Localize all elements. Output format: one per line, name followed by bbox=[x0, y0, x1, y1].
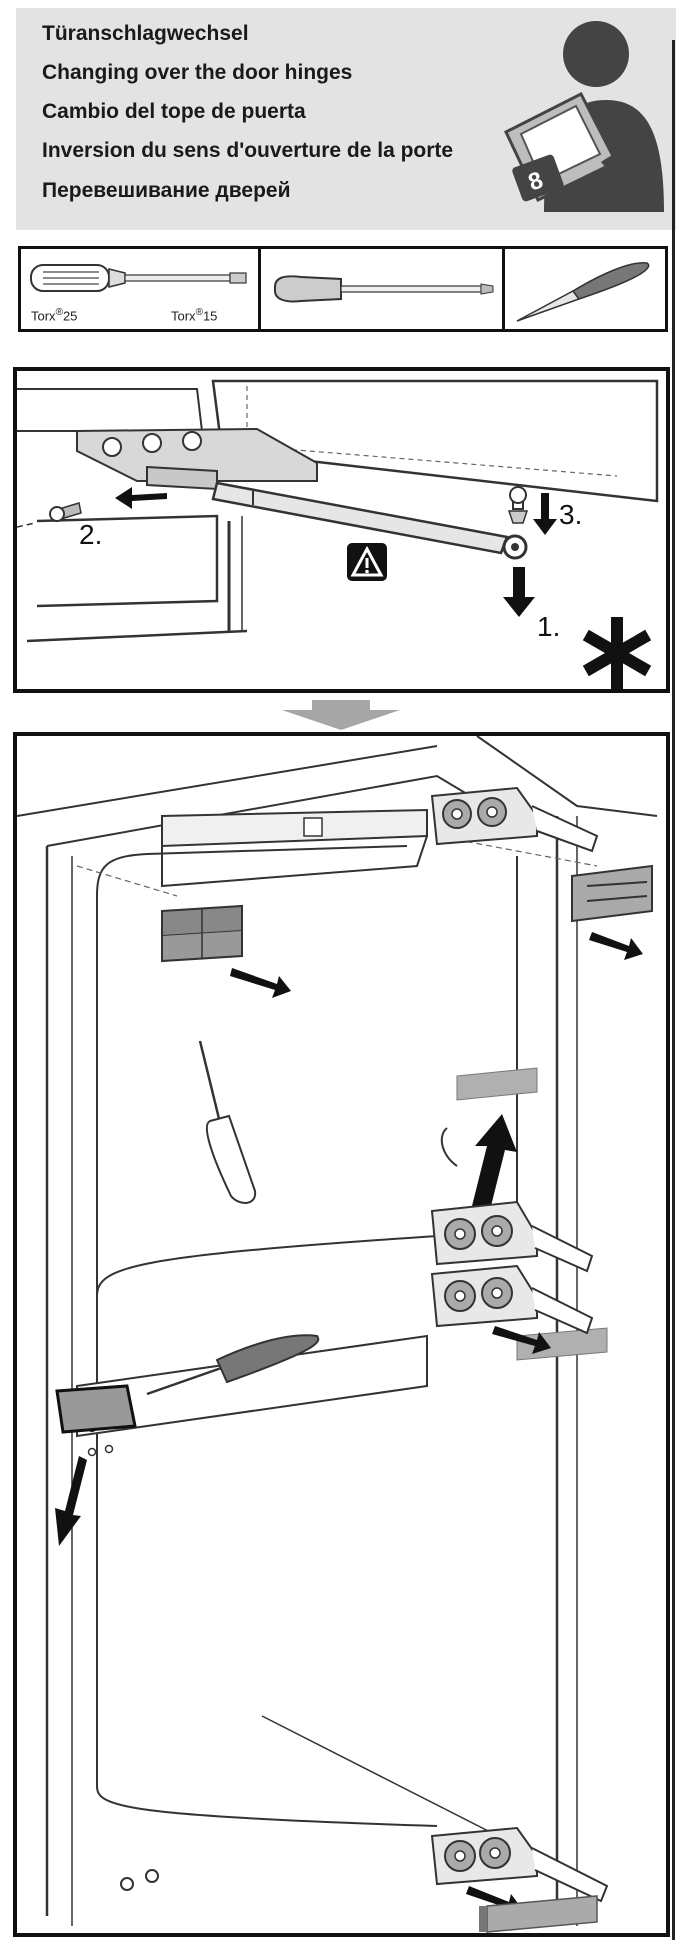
torx-25-name: Torx bbox=[31, 308, 56, 324]
torx-15-reg: ® bbox=[195, 307, 203, 318]
tool-cell-flat-screwdriver bbox=[261, 249, 505, 329]
flat-screwdriver-icon bbox=[274, 275, 494, 303]
torx-25-label: Torx®25 bbox=[31, 307, 77, 323]
step-panel-2 bbox=[13, 732, 670, 1937]
header-band: Türanschlagwechsel Changing over the doo… bbox=[16, 8, 676, 230]
title-es: Cambio del tope de puerta bbox=[42, 100, 306, 123]
torx-screwdriver-icon bbox=[30, 264, 247, 292]
page-right-rule bbox=[672, 40, 675, 1940]
tools-row: Torx®25 Torx®15 bbox=[18, 246, 668, 332]
next-step-arrow-icon bbox=[282, 700, 400, 730]
warning-triangle-icon bbox=[347, 543, 387, 581]
knife-icon bbox=[516, 262, 650, 322]
cabinet-hinges-illustration bbox=[17, 736, 658, 1933]
torx-15-name: Torx bbox=[171, 308, 196, 324]
person-reading-manual-icon: 8 bbox=[504, 21, 664, 212]
torx-25-size: 25 bbox=[62, 308, 78, 324]
torx-25-reg: ® bbox=[55, 307, 63, 318]
torx-15-size: 15 bbox=[202, 308, 218, 324]
title-en: Changing over the door hinges bbox=[42, 61, 353, 84]
title-fr: Inversion du sens d'ouverture de la port… bbox=[42, 139, 454, 162]
step-label-3: 3. bbox=[559, 499, 583, 530]
title-de: Türanschlagwechsel bbox=[42, 22, 249, 45]
step-panel-1: 2. 3. 1. bbox=[13, 367, 670, 693]
torx-15-label: Torx®15 bbox=[171, 307, 217, 323]
step-label-2: 2. bbox=[79, 519, 103, 550]
step-label-1: 1. bbox=[537, 611, 561, 642]
title-ru: Перевешивание дверей bbox=[42, 179, 291, 202]
tool-cell-torx: Torx®25 Torx®15 bbox=[21, 249, 261, 329]
hinge-damper-illustration bbox=[17, 379, 659, 689]
tool-cell-knife bbox=[505, 249, 665, 329]
